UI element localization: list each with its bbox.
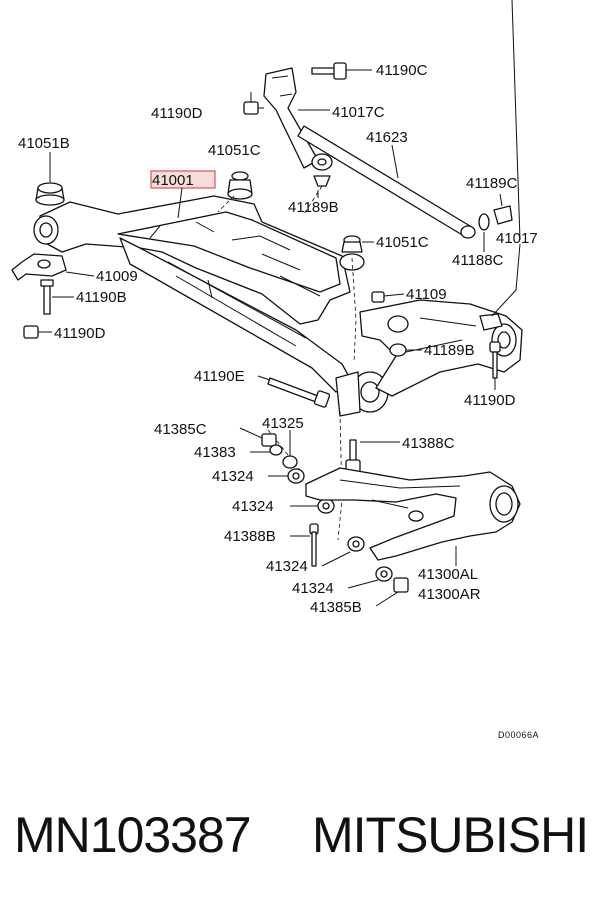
washer-41324-c: [347, 536, 365, 552]
bushing-41051c-mid: [341, 235, 363, 253]
label-41325: 41325: [262, 415, 304, 432]
lower-arm-41300a: [305, 467, 521, 561]
label-41190d-top: 41190D: [151, 105, 203, 122]
label-41051c-mid: 41051C: [376, 234, 429, 251]
label-41623: 41623: [366, 129, 408, 146]
washer-41324-a: [287, 468, 305, 484]
label-41383: 41383: [194, 444, 236, 461]
washer-41383: [269, 444, 283, 456]
washer-41324-b: [317, 498, 335, 514]
bolt-41190b: [40, 279, 54, 315]
crossmember-41001: [33, 195, 389, 417]
label-41017c: 41017C: [332, 104, 385, 121]
label-41189c: 41189C: [466, 175, 518, 192]
nut-41385c: [261, 433, 277, 447]
bolt-41388b: [309, 523, 319, 567]
bolt-41388c: [345, 439, 361, 473]
label-41324-b: 41324: [232, 498, 274, 515]
label-41001: 41001: [152, 172, 194, 189]
label-41324-d: 41324: [292, 580, 334, 597]
part-number: MN103387: [14, 807, 252, 863]
bolt-41190e: [267, 377, 331, 408]
lateral-rod-41623: [297, 125, 476, 239]
label-41009: 41009: [96, 268, 138, 285]
washer-41324-d: [375, 566, 393, 582]
label-41189b-top: 41189B: [288, 199, 339, 216]
nut-41385b: [393, 577, 409, 593]
bracket-41009: [11, 253, 67, 281]
label-41190d-left: 41190D: [54, 325, 106, 342]
bushing-41051b: [35, 182, 65, 206]
bushing-41189b-top: [311, 153, 333, 187]
label-41051c-top: 41051C: [208, 142, 261, 159]
label-41385c: 41385C: [154, 421, 207, 438]
label-41051b: 41051B: [18, 135, 70, 152]
bushing-41189c: [493, 205, 513, 225]
label-41189b-right: 41189B: [424, 342, 475, 359]
label-41190b: 41190B: [76, 289, 127, 306]
label-41190d-right: 41190D: [464, 392, 516, 409]
label-41300ar: 41300AR: [418, 586, 481, 603]
label-41017: 41017: [496, 230, 538, 247]
bushing-41189b-right: [389, 343, 407, 357]
label-41388b: 41388B: [224, 528, 276, 545]
diagram-code: D00066A: [498, 730, 539, 740]
bushing-41051c-top: [227, 171, 253, 200]
label-41324-a: 41324: [212, 468, 254, 485]
label-highlight-41001: [150, 170, 216, 189]
footer: MN103387 MITSUBISHI: [0, 800, 600, 880]
bolt-41109: [371, 291, 385, 303]
brand-name: MITSUBISHI: [312, 807, 589, 863]
washer-41325: [282, 455, 298, 469]
rear-suspension-diagram: 41190C 41190D 41017C 41051B 41051C 41623…: [11, 0, 539, 740]
label-41190e: 41190E: [194, 368, 245, 385]
nut-41190d-right: [489, 341, 501, 379]
label-41190c: 41190C: [376, 62, 428, 79]
bracket-41017c: [263, 67, 319, 169]
bolt-41190c: [311, 62, 347, 80]
label-41388c: 41388C: [402, 435, 455, 452]
label-41188c: 41188C: [452, 252, 504, 269]
label-41300al: 41300AL: [418, 566, 478, 583]
nut-41190d-left: [23, 325, 39, 339]
label-41385b: 41385B: [310, 599, 362, 616]
label-41109: 41109: [406, 286, 447, 303]
nut-41190d-top: [243, 92, 259, 115]
washer-41188c: [478, 213, 490, 231]
label-41324-c: 41324: [266, 558, 308, 575]
